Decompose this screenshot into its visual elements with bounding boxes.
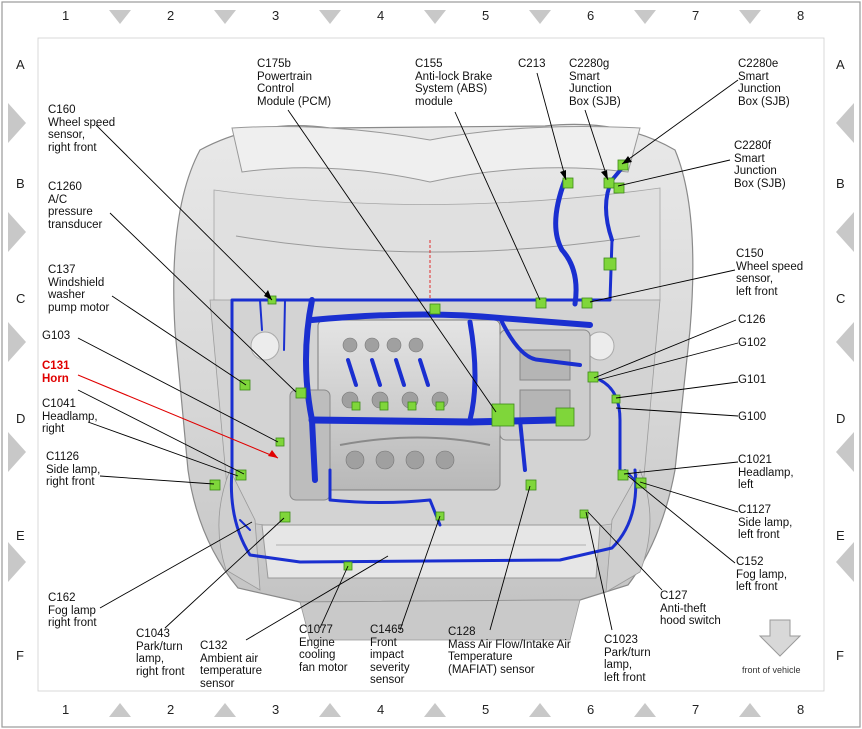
grid-col-top-3: 3 — [272, 8, 280, 23]
callout-c132: C132 Ambient air temperature sensor — [200, 640, 263, 690]
grid-markers — [8, 10, 854, 717]
callout-c1126: C1126 Side lamp, right front — [46, 451, 101, 488]
callout-c213: C213 — [518, 58, 546, 70]
callout-c1077: C1077 Engine cooling fan motor — [299, 624, 348, 674]
front-of-vehicle-arrow-icon — [758, 619, 802, 657]
callout-g100: G100 — [738, 411, 767, 423]
callout-c1127: C1127 Side lamp, left front — [738, 504, 793, 541]
callout-c175b: C175b Powertrain Control Module (PCM) — [257, 58, 332, 108]
grid-col-top-7: 7 — [692, 8, 700, 23]
grid-col-top-8: 8 — [797, 8, 805, 23]
front-of-vehicle-label: front of vehicle — [742, 665, 801, 675]
grid-row-left-f: F — [16, 648, 24, 663]
grid-col-bottom-5: 5 — [482, 702, 490, 717]
callout-c1021: C1021 Headlamp, left — [738, 454, 794, 491]
callout-c2280e: C2280e Smart Junction Box (SJB) — [738, 58, 790, 108]
leader-lines — [77, 72, 739, 641]
callout-c1260: C1260 A/C pressure transducer — [48, 181, 103, 231]
callout-c162: C162 Fog lamp right front — [48, 592, 97, 629]
callout-g101: G101 — [738, 374, 767, 386]
grid-row-right-a: A — [836, 57, 845, 72]
grid-col-top-6: 6 — [587, 8, 595, 23]
callout-c1041: C1041 Headlamp, right — [42, 398, 98, 435]
callout-c127: C127 Anti-theft hood switch — [660, 590, 721, 627]
callout-c1023: C1023 Park/turn lamp, left front — [604, 634, 651, 684]
callout-c128: C128 Mass Air Flow/Intake Air Temperatur… — [448, 626, 571, 676]
grid-row-left-b: B — [16, 176, 25, 191]
callout-c152: C152 Fog lamp, left front — [736, 556, 788, 593]
callout-c137: C137 Windshield washer pump motor — [48, 264, 110, 314]
grid-col-bottom-7: 7 — [692, 702, 700, 717]
callout-c1043: C1043 Park/turn lamp, right front — [136, 628, 185, 678]
arrowheads — [264, 156, 632, 300]
callout-c160: C160 Wheel speed sensor, right front — [48, 104, 116, 154]
callout-c131-horn: C131 Horn — [42, 360, 70, 385]
horn-arrowhead — [268, 450, 278, 458]
grid-col-top-4: 4 — [377, 8, 385, 23]
callout-c150: C150 Wheel speed sensor, left front — [736, 248, 804, 298]
grid-row-right-d: D — [836, 411, 846, 426]
callout-c2280g: C2280g Smart Junction Box (SJB) — [569, 58, 621, 108]
callout-c2280f: C2280f Smart Junction Box (SJB) — [734, 140, 786, 190]
grid-row-left-d: D — [16, 411, 26, 426]
callout-c155: C155 Anti-lock Brake System (ABS) module — [415, 58, 493, 108]
callout-c1465: C1465 Front impact severity sensor — [370, 624, 410, 686]
grid-col-bottom-1: 1 — [62, 702, 70, 717]
grid-row-left-c: C — [16, 291, 26, 306]
grid-col-top-5: 5 — [482, 8, 490, 23]
grid-col-bottom-3: 3 — [272, 702, 280, 717]
callout-c126: C126 — [738, 314, 766, 326]
callout-g103: G103 — [42, 330, 71, 342]
grid-col-top-1: 1 — [62, 8, 70, 23]
grid-col-bottom-2: 2 — [167, 702, 175, 717]
grid-col-bottom-6: 6 — [587, 702, 595, 717]
callout-g102: G102 — [738, 337, 767, 349]
grid-row-left-e: E — [16, 528, 25, 543]
grid-col-bottom-4: 4 — [377, 702, 385, 717]
horn-leader-line — [77, 374, 279, 459]
grid-row-right-e: E — [836, 528, 845, 543]
grid-col-top-2: 2 — [167, 8, 175, 23]
grid-row-right-c: C — [836, 291, 846, 306]
grid-row-left-a: A — [16, 57, 25, 72]
grid-row-right-f: F — [836, 648, 844, 663]
grid-col-bottom-8: 8 — [797, 702, 805, 717]
grid-row-right-b: B — [836, 176, 845, 191]
